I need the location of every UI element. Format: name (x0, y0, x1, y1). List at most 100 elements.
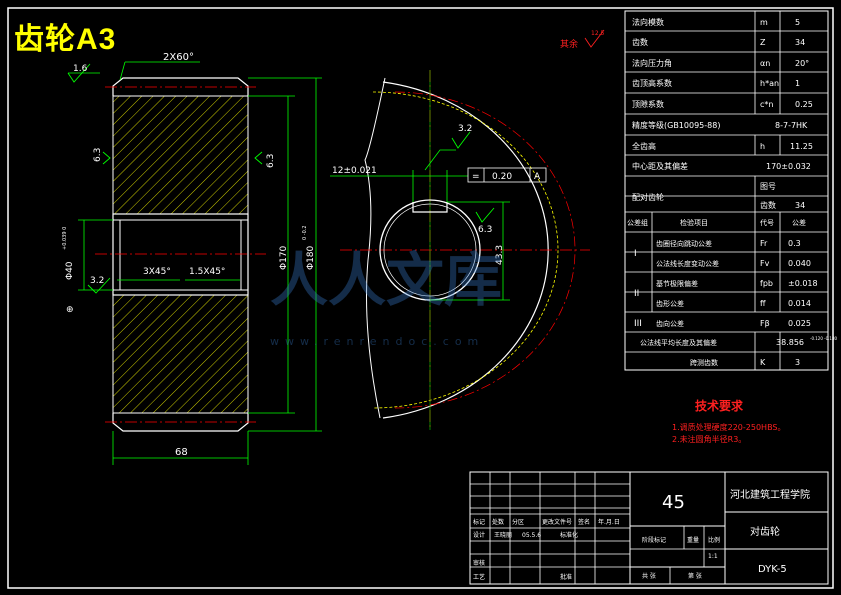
key-depth-label: 43.3 (495, 245, 505, 265)
material-label: 45 (662, 492, 685, 513)
tol-item-1-0: 基节极限偏差 (656, 279, 698, 288)
tol-value-0-0: 0.3 (788, 239, 801, 248)
roughness-left-label: 6.3 (93, 148, 103, 162)
drawing-no-label: 图号 (760, 182, 776, 191)
common-normal-name: 公法线平均长度及其偏差 (640, 338, 717, 347)
group-roman-1: II (634, 289, 639, 299)
designer-name: 王晓丽 (494, 531, 512, 539)
param-name-4: 顶隙系数 (632, 99, 664, 109)
width-label: 68 (175, 447, 188, 458)
param-symbol-1: Z (760, 38, 766, 47)
param-name-3: 齿顶高系数 (632, 78, 672, 88)
outer-diameter-tol: 0 -0.2 (302, 225, 308, 240)
other-roughness-value: 12.5 (591, 30, 605, 37)
span-teeth-symbol: K (760, 358, 766, 367)
tol-code-1-1: ff (760, 299, 766, 308)
datum-a-symbol: ⊕ (66, 305, 74, 315)
watermark-text: 人人文库 (270, 246, 502, 314)
bottom-chamfer-outline (112, 413, 249, 432)
front-view: 12±0.021 = 0.20 A 3.2 6.3 43.3 其余 12.5 (330, 29, 605, 430)
chamfer-top-label: 2X60° (163, 52, 194, 63)
drawing-title: 齿轮A3 (14, 23, 117, 56)
tol-item-1-1: 齿形公差 (656, 299, 684, 308)
lower-hatch (112, 294, 249, 414)
standard-label: 标准化 (560, 531, 578, 539)
keyway (412, 202, 448, 213)
tol-item-0-0: 齿圈径向跳动公差 (656, 239, 712, 248)
param-value-2: 20° (795, 59, 809, 68)
mating-teeth-label: 齿数 (760, 200, 776, 210)
requirements-heading: 技术要求 (695, 398, 744, 413)
common-normal-value: 38.856 (776, 338, 804, 347)
param-value-3: 1 (795, 79, 800, 88)
roughness-right-label: 6.3 (266, 154, 276, 168)
tooth-height-symbol: h (760, 142, 765, 151)
front-roughness-key: 6.3 (478, 225, 492, 235)
tol-item-0-1: 公法线长度变动公差 (656, 259, 719, 268)
tooth-height-value: 11.25 (790, 142, 813, 151)
review-label: 审核 (473, 559, 485, 567)
group-roman-2: III (634, 319, 642, 329)
designer-date: 05.5.6 (522, 532, 541, 539)
mating-teeth-value: 34 (795, 201, 805, 210)
designer-label: 设计 (473, 531, 485, 539)
tooth-height-name: 全齿高 (632, 141, 656, 151)
center-distance-value: 170±0.032 (766, 162, 811, 171)
sheet-number: 第 张 (688, 572, 702, 580)
approve-label: 批准 (560, 573, 572, 581)
weight-label: 重量 (687, 536, 699, 544)
top-chamfer-outline (112, 77, 249, 96)
drawing-code: DYK-5 (758, 564, 787, 575)
tol-item-2-0: 齿向公差 (656, 319, 684, 328)
school-name: 河北建筑工程学院 (730, 488, 810, 501)
part-name: 对齿轮 (750, 525, 780, 538)
tolerance-frame (467, 167, 547, 183)
chamfer-bore-label: 1.5X45° (189, 267, 225, 277)
accuracy-name: 精度等级(GB10095-88) (632, 120, 720, 130)
tb-label-zone: 分区 (512, 518, 524, 526)
center-distance-name: 中心距及其偏差 (632, 161, 688, 171)
param-value-1: 34 (795, 38, 805, 47)
span-teeth-name: 跨测齿数 (690, 358, 718, 367)
upper-hatch (112, 95, 249, 215)
technical-requirements: 技术要求 1.调质处理硬度220-250HBS。 2.未注圆角半径R3。 (672, 398, 786, 444)
param-name-0: 法向模数 (632, 17, 664, 27)
group-roman-0: I (634, 249, 637, 259)
param-value-0: 5 (795, 18, 800, 27)
tol-code-0-0: Fr (760, 239, 768, 248)
mating-gear-label: 配对齿轮 (632, 192, 664, 202)
span-teeth-value: 3 (795, 358, 800, 367)
tol-value-2-0: 0.025 (788, 319, 811, 328)
roughness-symbol-top (67, 63, 91, 83)
tb-label-date: 年.月.日 (598, 518, 620, 526)
bore-outline (112, 213, 249, 296)
tol-header: 公差 (792, 218, 806, 227)
tb-label-mark: 标记 (473, 518, 485, 526)
param-symbol-3: h*an (760, 79, 779, 88)
roughness-bore-label: 3.2 (90, 276, 104, 286)
hub-diameter-label: Φ170 (279, 245, 289, 270)
front-roughness-top: 3.2 (458, 124, 472, 134)
stage-label: 阶段标记 (642, 536, 666, 544)
roughness-top-label: 1.6 (73, 64, 88, 74)
sheets-total: 共 张 (642, 572, 656, 580)
tol-value-1-0: ±0.018 (788, 279, 818, 288)
tolerance-symbol: = (472, 172, 480, 182)
tb-label-count: 处数 (492, 518, 504, 526)
accuracy-value: 8-7-7HK (775, 121, 808, 130)
other-roughness-label: 其余 (560, 38, 578, 50)
process-label: 工艺 (473, 573, 485, 581)
break-line (364, 77, 386, 419)
param-name-2: 法向压力角 (632, 58, 672, 68)
chamfer-small-label: 3X45° (143, 267, 171, 277)
tolerance-value: 0.20 (492, 172, 512, 182)
tolerance-datum: A (534, 172, 541, 182)
tol-code-2-0: Fβ (760, 319, 770, 328)
outer-diameter-label: Φ180 (306, 245, 316, 270)
title-block: 45 河北建筑工程学院 对齿轮 DYK-5 阶段标记 重量 比例 1:1 共 张… (469, 471, 829, 585)
common-normal-tol: -0.120 -0.180 (810, 336, 838, 341)
tb-label-change: 更改文件号 (542, 518, 572, 526)
gear-root-arc (372, 91, 559, 409)
